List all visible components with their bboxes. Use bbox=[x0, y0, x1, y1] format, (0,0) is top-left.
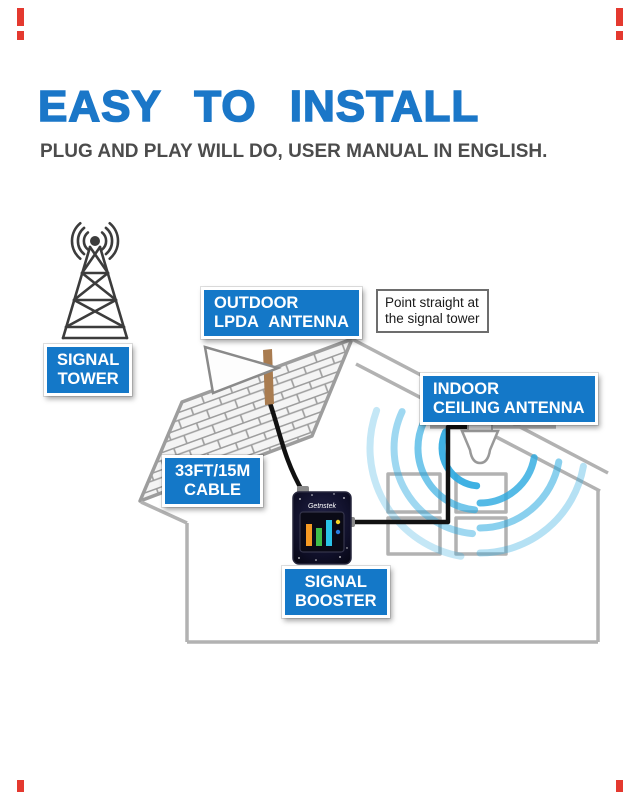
indoor-cable bbox=[348, 424, 471, 525]
antenna-wedge bbox=[203, 345, 282, 395]
pointing-note-line2: the signal tower bbox=[385, 311, 480, 326]
led-dot-yellow bbox=[335, 519, 341, 525]
indoor-ceiling-antenna bbox=[460, 422, 500, 465]
label-outdoor-line1: OUTDOOR bbox=[214, 294, 299, 312]
label-indoor-line2: CEILING ANTENNA bbox=[433, 399, 585, 417]
signal-booster-device: Getnstek bbox=[292, 486, 355, 565]
label-signal-tower: SIGNAL TOWER bbox=[44, 344, 133, 396]
label-signal-tower-line1: SIGNAL bbox=[57, 351, 120, 369]
led-bar-orange bbox=[306, 524, 312, 546]
window-right-bottom bbox=[454, 516, 508, 556]
label-cable-line2: CABLE bbox=[184, 481, 242, 499]
label-outdoor-line2: LPDA ANTENNA bbox=[214, 313, 349, 331]
outdoor-lpda-antenna bbox=[203, 345, 282, 405]
page-title: EASY TO INSTALL bbox=[37, 81, 480, 132]
crop-mark-top-right bbox=[616, 8, 623, 26]
crop-mark-top-left-2 bbox=[17, 31, 24, 40]
page-subtitle: PLUG AND PLAY WILL DO, USER MANUAL IN EN… bbox=[40, 141, 548, 162]
booster-brand: Getnstek bbox=[308, 503, 337, 510]
signal-waves bbox=[366, 406, 587, 560]
led-bar-green bbox=[316, 528, 322, 546]
crop-mark-bottom-left bbox=[17, 780, 24, 792]
signal-tower-icon bbox=[61, 222, 129, 340]
window-left-bottom bbox=[386, 516, 442, 556]
led-bar-cyan bbox=[326, 520, 332, 546]
label-signal-tower-line2: TOWER bbox=[57, 370, 119, 388]
label-indoor-line1: INDOOR bbox=[433, 380, 499, 398]
label-signal-booster: SIGNAL BOOSTER bbox=[282, 566, 390, 618]
pointing-note: Point straight at the signal tower bbox=[376, 289, 489, 333]
antenna-mast bbox=[263, 349, 274, 405]
coax-cables bbox=[266, 397, 471, 525]
pointing-note-line1: Point straight at bbox=[385, 295, 479, 310]
led-dot-blue bbox=[335, 529, 341, 535]
label-outdoor-antenna: OUTDOOR LPDA ANTENNA bbox=[201, 287, 362, 339]
label-cable: 33FT/15M CABLE bbox=[162, 455, 264, 507]
outdoor-cable bbox=[266, 397, 306, 495]
crop-mark-bottom-right bbox=[616, 780, 623, 792]
crop-mark-top-right-2 bbox=[616, 31, 623, 40]
starfield bbox=[298, 493, 348, 561]
label-booster-line1: SIGNAL bbox=[304, 573, 367, 591]
label-booster-line2: BOOSTER bbox=[295, 592, 377, 610]
label-cable-line1: 33FT/15M bbox=[175, 462, 251, 480]
crop-mark-top-left bbox=[17, 8, 24, 26]
dome bbox=[460, 429, 500, 465]
label-indoor-antenna: INDOOR CEILING ANTENNA bbox=[420, 373, 598, 425]
